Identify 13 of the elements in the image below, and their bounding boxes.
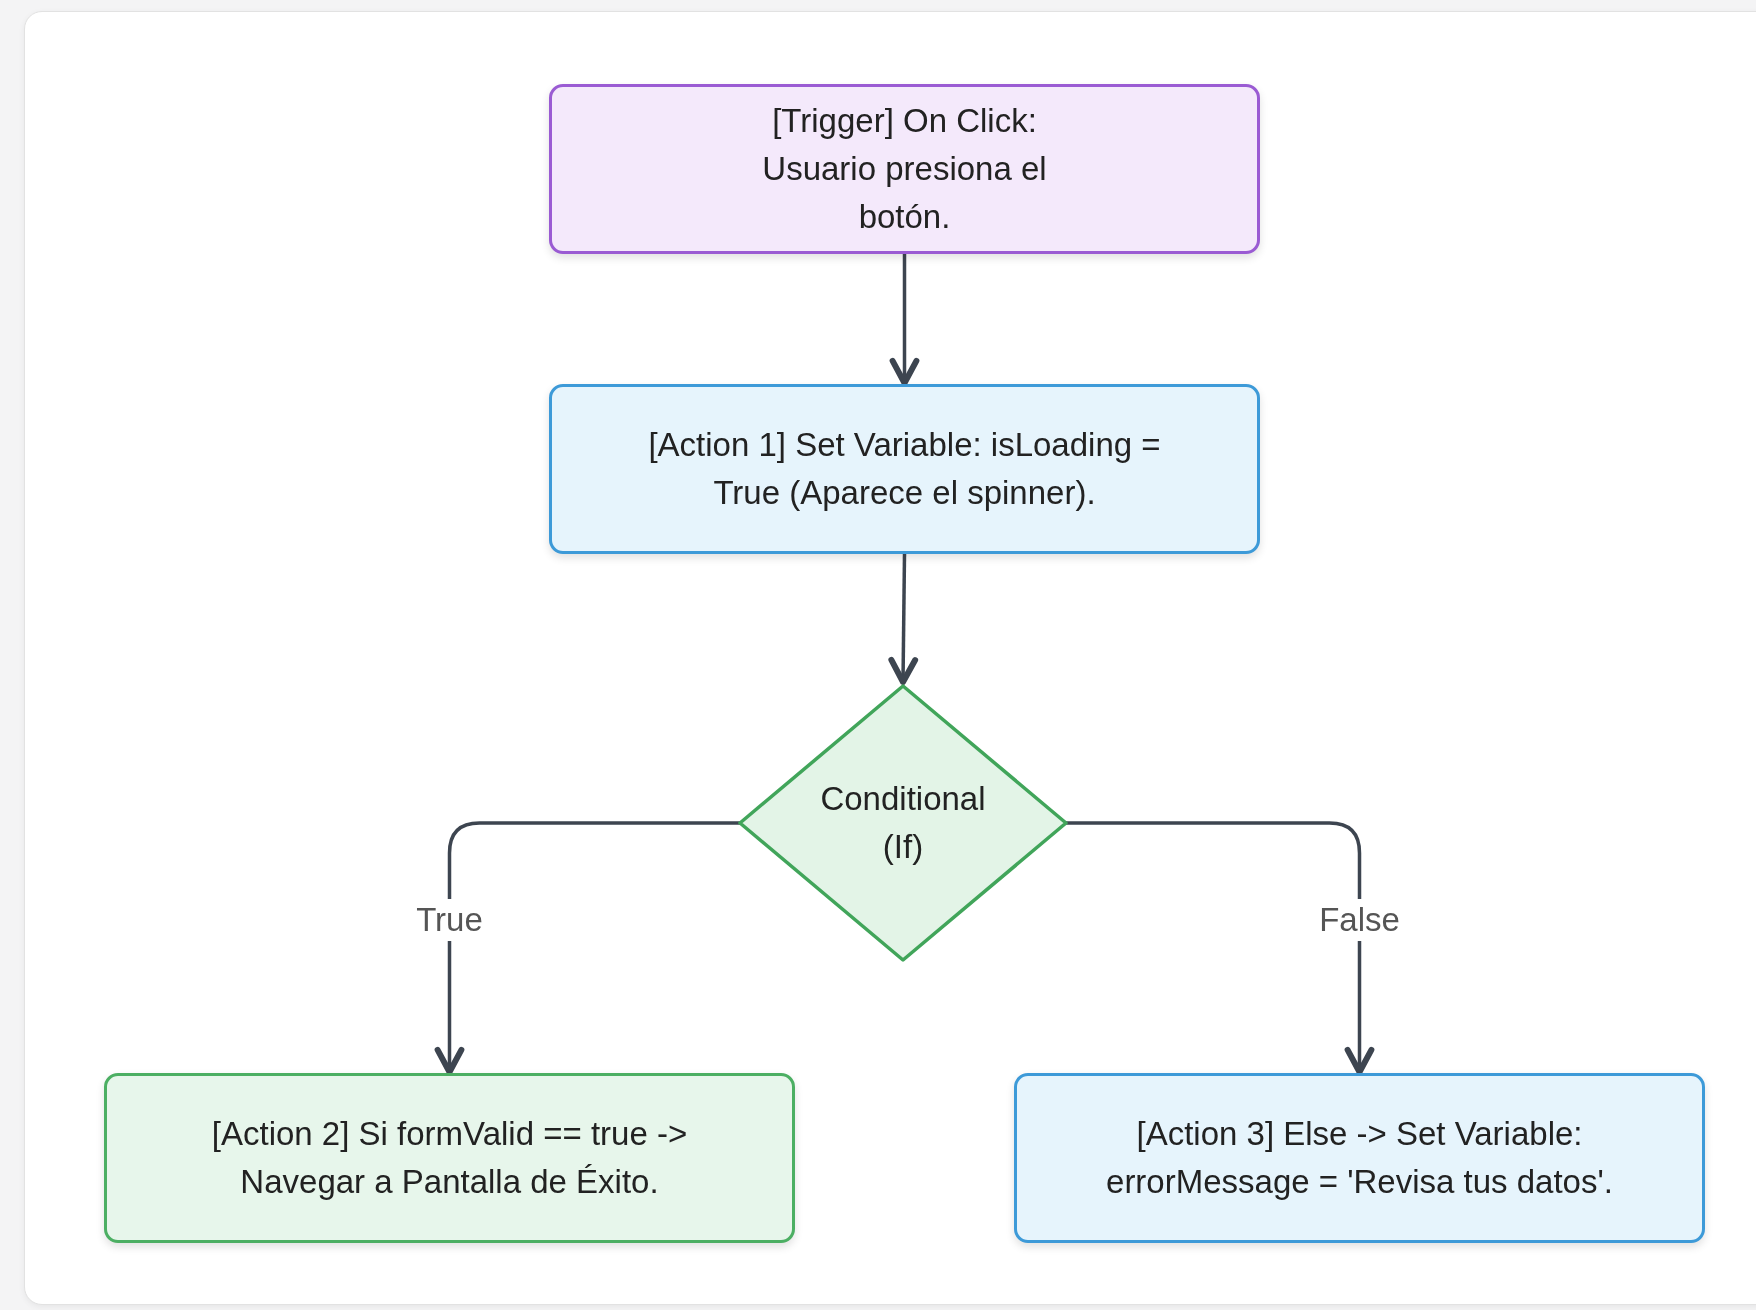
arrow bbox=[1066, 821, 1375, 1075]
arrow bbox=[888, 554, 919, 685]
process-text: [Trigger] On Click: Usuario presiona el botón. bbox=[761, 101, 1048, 237]
arrow bbox=[434, 821, 740, 1075]
process-box bbox=[549, 384, 1260, 554]
decision-text: Conditional (If) bbox=[819, 779, 987, 867]
process-box bbox=[549, 84, 1260, 254]
process-box bbox=[1014, 1073, 1705, 1243]
process-box bbox=[104, 1073, 795, 1243]
arrow bbox=[889, 254, 920, 386]
process-text: [Action 3] Else -> Set Variable: errorMessage = 'Revisa tus datos'. bbox=[1105, 1114, 1614, 1202]
process-text: [Action 1] Set Variable: isLoading = True (Aparece el spinner). bbox=[647, 425, 1162, 513]
process-text: [Action 2] Si formValid == true -> Navegar a Pantalla de Éxito. bbox=[210, 1114, 689, 1202]
